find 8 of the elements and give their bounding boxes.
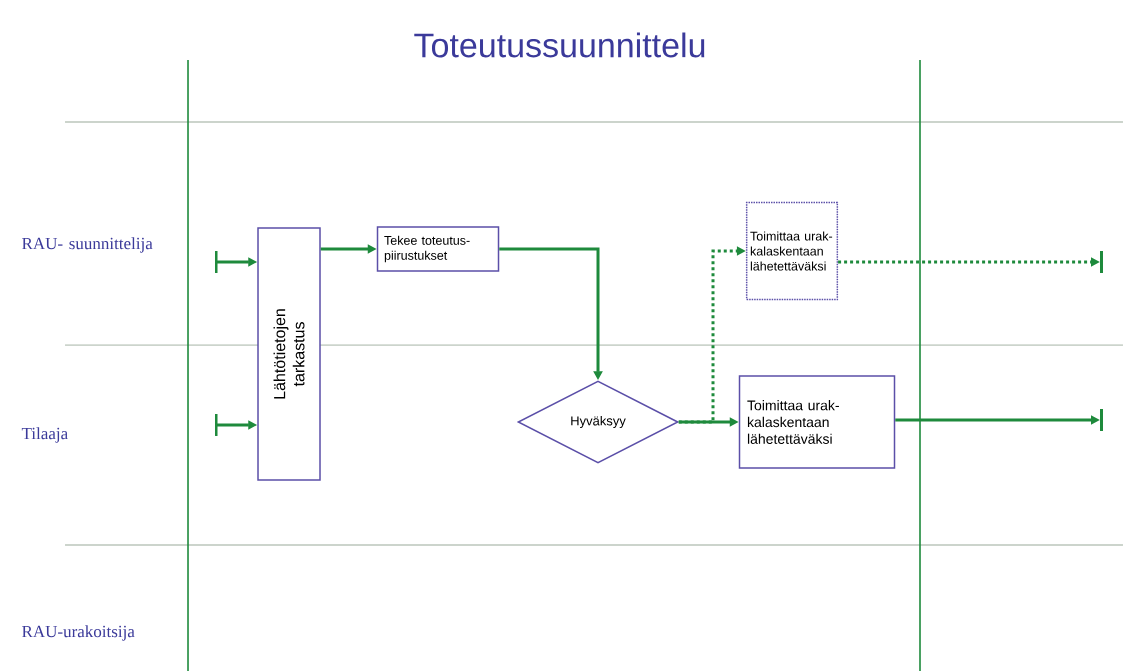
- process-box: Toimittaa urak- kalaskentaan lähetettäväksi: [738, 375, 896, 469]
- lane-label: Tilaaja: [21, 427, 68, 443]
- process-box: Tekee toteutus- piirustukset: [376, 226, 500, 272]
- lane-label: RAU- suunnittelija: [22, 237, 153, 253]
- process-box: Toimittaa urak- kalaskentaan lähetettäväksi: [745, 201, 839, 301]
- lane-label: RAU-urakoitsija: [22, 625, 135, 641]
- process-box: Lähtötietojen tarkastus: [257, 227, 321, 481]
- title: Toteutussuunnittelu: [414, 32, 705, 58]
